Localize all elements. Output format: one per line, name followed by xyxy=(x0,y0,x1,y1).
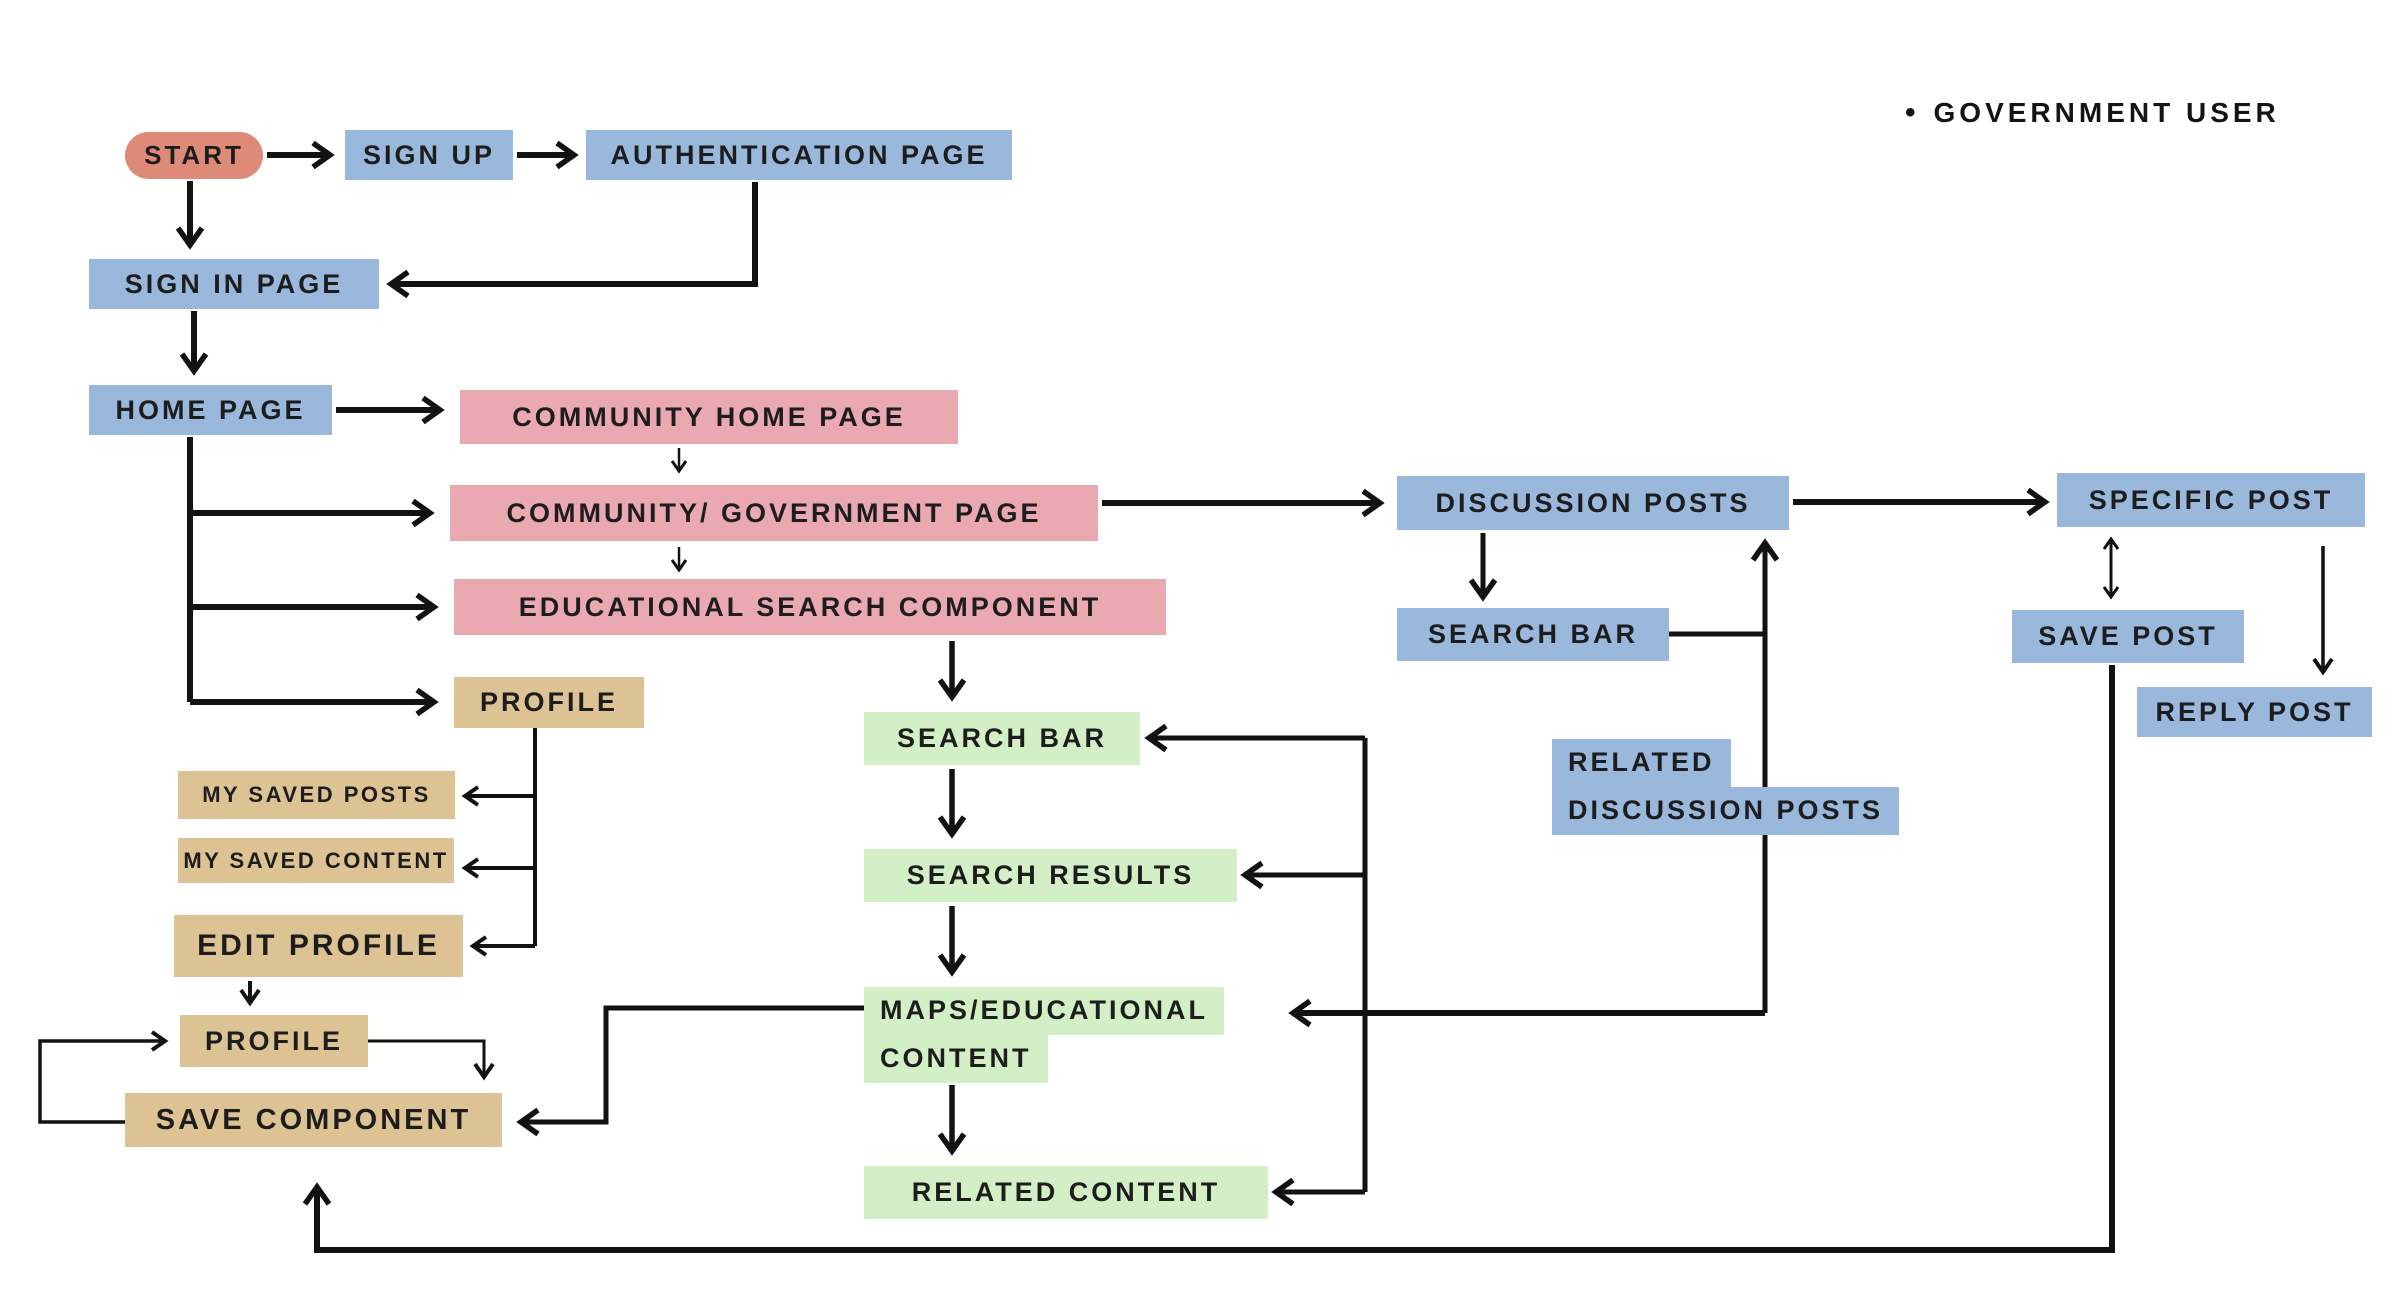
search-bar-discussion-node[interactable]: SEARCH BAR xyxy=(1397,608,1669,661)
legend-bullet-icon: • xyxy=(1905,96,1916,129)
discussion-posts-node[interactable]: DISCUSSION POSTS xyxy=(1397,476,1789,530)
maps-educational-content-line1: MAPS/EDUCATIONAL xyxy=(864,987,1224,1035)
start-node[interactable]: START xyxy=(125,132,263,179)
educational-search-component-node[interactable]: EDUCATIONAL SEARCH COMPONENT xyxy=(454,579,1166,635)
search-bar-educational-node[interactable]: SEARCH BAR xyxy=(864,712,1140,765)
specific-post-node[interactable]: SPECIFIC POST xyxy=(2057,473,2365,527)
reply-post-node[interactable]: REPLY POST xyxy=(2137,687,2372,737)
related-discussion-posts-line1: RELATED xyxy=(1552,739,1731,787)
community-government-page-node[interactable]: COMMUNITY/ GOVERNMENT PAGE xyxy=(450,485,1098,541)
home-page-node[interactable]: HOME PAGE xyxy=(89,385,332,435)
profile-overview-node[interactable]: PROFILE xyxy=(454,677,644,728)
my-saved-posts-node[interactable]: MY SAVED POSTS xyxy=(178,771,455,819)
my-saved-content-node[interactable]: MY SAVED CONTENT xyxy=(178,838,454,883)
maps-educational-content-line2: CONTENT xyxy=(864,1035,1048,1083)
search-results-node[interactable]: SEARCH RESULTS xyxy=(864,849,1237,902)
authentication-page-node[interactable]: AUTHENTICATION PAGE xyxy=(586,130,1012,180)
profile-settings-node[interactable]: PROFILE xyxy=(180,1015,368,1067)
legend-label: GOVERNMENT USER xyxy=(1933,97,2280,128)
save-post-node[interactable]: SAVE POST xyxy=(2012,610,2244,663)
community-home-page-node[interactable]: COMMUNITY HOME PAGE xyxy=(460,390,958,444)
legend: • GOVERNMENT USER xyxy=(1905,96,2280,130)
related-discussion-posts-line2: DISCUSSION POSTS xyxy=(1552,787,1900,835)
related-discussion-posts-node[interactable]: RELATED DISCUSSION POSTS xyxy=(1552,739,1900,835)
save-component-node[interactable]: SAVE COMPONENT xyxy=(125,1093,502,1147)
maps-educational-content-node[interactable]: MAPS/EDUCATIONAL CONTENT xyxy=(864,987,1224,1083)
sign-in-page-node[interactable]: SIGN IN PAGE xyxy=(89,259,379,309)
sign-up-node[interactable]: SIGN UP xyxy=(345,130,513,180)
related-content-node[interactable]: RELATED CONTENT xyxy=(864,1166,1268,1219)
edit-profile-node[interactable]: EDIT PROFILE xyxy=(174,915,463,977)
